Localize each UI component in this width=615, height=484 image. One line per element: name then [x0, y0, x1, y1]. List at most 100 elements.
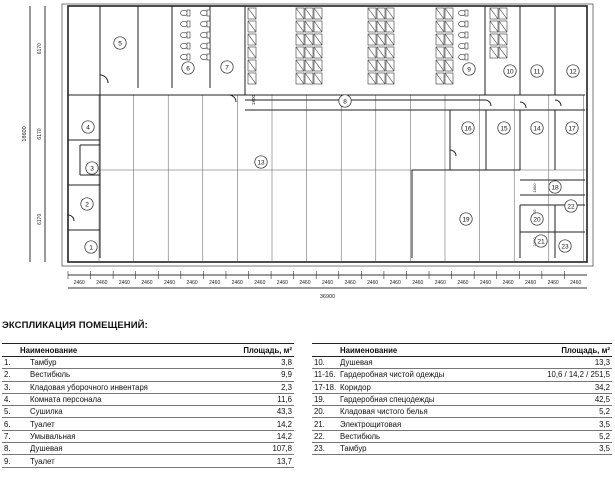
dimension-label: 1800 [251, 94, 256, 105]
row-area: 14,2 [276, 431, 292, 441]
header-name: Наименование [20, 345, 78, 355]
row-area: 43,3 [276, 407, 292, 417]
table-row: 23. Тамбур 3,5 [312, 443, 612, 456]
door-arc [554, 99, 562, 107]
toilet-icon [180, 31, 188, 38]
row-number: 9. [4, 456, 11, 466]
cabin-diagonal [295, 59, 305, 72]
row-name: Тамбур [340, 444, 367, 454]
room-number: 16 [464, 125, 472, 132]
door-arc [67, 214, 75, 222]
door-arc [519, 101, 527, 109]
row-name: Туалет [30, 456, 55, 466]
row-area: 9,9 [281, 370, 292, 380]
row-area: 13,3 [594, 358, 610, 368]
toilet-tank-icon [206, 42, 211, 50]
room-number: 22 [567, 203, 575, 210]
row-number: 2. [4, 370, 11, 380]
row-name: Туалет [30, 419, 55, 429]
room-number: 14 [533, 125, 541, 132]
dimension-label: 2460 [525, 280, 536, 286]
row-area: 3,8 [281, 358, 292, 368]
table-row: 9. Туалет 13,7 [2, 455, 294, 468]
toilet-tank-icon [186, 31, 191, 39]
cabin-diagonal [313, 7, 323, 20]
cabin-diagonal [385, 46, 395, 59]
row-area: 11,6 [277, 395, 292, 405]
dimension-label: 2460 [412, 280, 423, 286]
door-arc [449, 149, 457, 157]
toilet-tank-icon [464, 53, 469, 61]
room-label-circle [220, 60, 234, 74]
room-number: 17 [568, 125, 576, 132]
dimension-label: 2460 [299, 280, 310, 286]
cabin-diagonal [367, 7, 377, 20]
cabin-diagonal [498, 20, 508, 33]
toilet-tank-icon [464, 20, 469, 28]
row-name: Электрощитовая [340, 419, 402, 429]
room-number: 10 [506, 68, 514, 75]
toilet-icon [458, 31, 466, 38]
row-area: 13,7 [276, 456, 292, 466]
dimension-label: 2460 [548, 280, 559, 286]
room-label-circle [558, 239, 572, 253]
cabin-diagonal [247, 33, 257, 46]
column-grid [98, 95, 587, 262]
cabin-diagonal [295, 33, 305, 46]
cabin-diagonal [435, 72, 445, 85]
dimension-label: 2460 [277, 280, 288, 286]
cabin-diagonal [304, 20, 314, 33]
dimension-total-bottom: 36900 [320, 294, 335, 300]
room-label-circle [80, 197, 94, 211]
dimension-label: 2460 [480, 280, 491, 286]
room-label-circle [462, 62, 476, 76]
row-area: 107,8 [272, 444, 292, 454]
row-name: Коридор [340, 382, 371, 392]
toilet-tank-icon [464, 42, 469, 50]
row-name: Тамбур [30, 358, 57, 368]
dimension-label: 6170 [37, 43, 43, 54]
room-number: 23 [561, 243, 569, 250]
dimension-label: 2460 [502, 280, 513, 286]
cabin-diagonal [444, 7, 454, 20]
toilet-icon [458, 10, 466, 17]
cabin-diagonal [247, 59, 257, 72]
row-area: 34,2 [594, 382, 610, 392]
cabin-diagonal [498, 46, 508, 59]
toilet-icon [180, 42, 188, 49]
row-number: 8. [4, 444, 11, 454]
room-number: 5 [118, 40, 122, 47]
dimension-label: 2460 [164, 280, 175, 286]
toilet-tank-icon [206, 31, 211, 39]
cabin-diagonal [304, 59, 314, 72]
cabin-diagonal [313, 20, 323, 33]
cabin-diagonal [367, 46, 377, 59]
cabin-diagonal [247, 72, 257, 85]
toilet-tank-icon [464, 9, 469, 17]
cabin-diagonal [489, 7, 499, 20]
dimension-label: 2460 [74, 280, 85, 286]
room-label-circle [181, 61, 195, 75]
dimension-label: 2460 [570, 280, 581, 286]
row-number: 22. [314, 431, 325, 441]
cabin-diagonal [367, 59, 377, 72]
cabin-diagonal [367, 20, 377, 33]
cabin-diagonal [435, 33, 445, 46]
room-label-circle [497, 121, 511, 135]
header-area: Площадь, м² [243, 345, 292, 355]
dimension-label: 2460 [232, 280, 243, 286]
room-label-circle [530, 121, 544, 135]
row-area: 3,5 [599, 444, 610, 454]
room-number: 18 [551, 184, 559, 191]
room-label-circle [548, 180, 562, 194]
room-number: 11 [534, 68, 541, 75]
toilet-icon [200, 31, 208, 38]
row-number: 23. [314, 444, 325, 454]
header-name: Наименование [340, 345, 398, 355]
